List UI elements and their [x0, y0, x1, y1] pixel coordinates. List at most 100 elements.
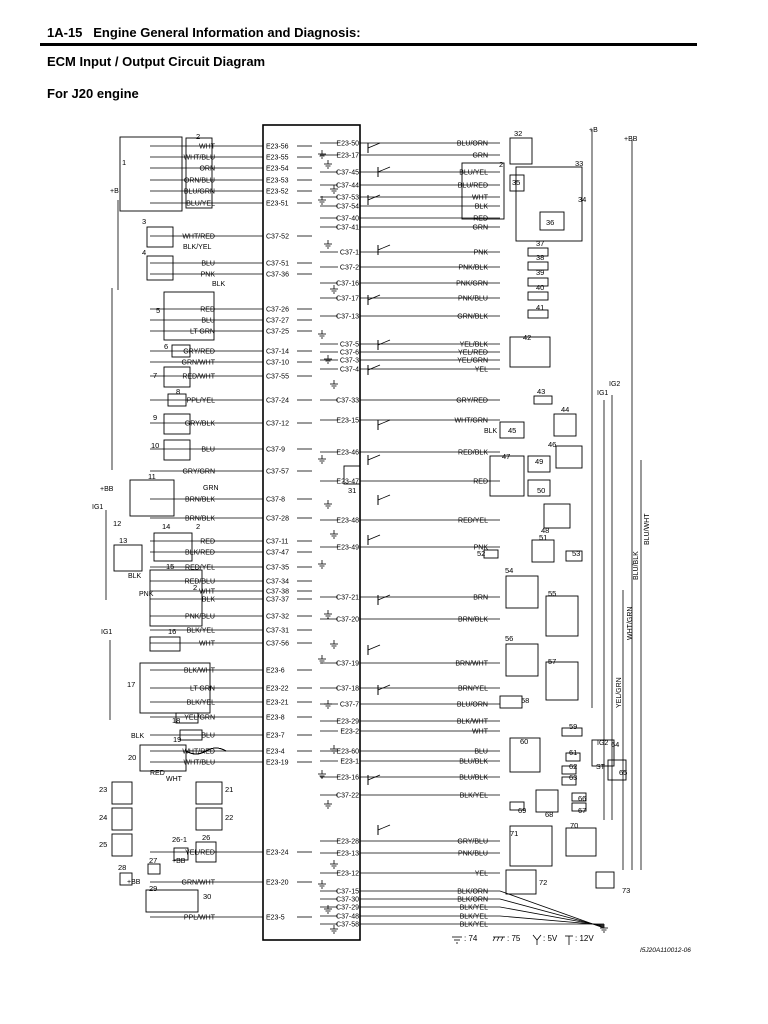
component-number: 7	[153, 371, 157, 380]
ecm-terminal-label: E23-8	[266, 715, 285, 722]
legend: : 74 : 75 : 5V : 12V	[452, 934, 594, 945]
ecm-terminal-label: C37-37	[266, 597, 289, 604]
component-box	[571, 802, 587, 812]
wire-color-label: PNK	[474, 250, 489, 257]
ecm-terminal-label: C37-5	[340, 342, 359, 349]
wire-color-label: YEL/RED	[185, 850, 215, 857]
wire-color-label: PNK/BLU	[458, 851, 488, 858]
power-bb-28: +BB	[127, 879, 141, 886]
ecm-transistor	[367, 194, 381, 201]
wire-color-label: YEL	[475, 871, 488, 878]
component-number: 5	[156, 306, 160, 315]
component-number: 2	[196, 522, 200, 531]
wire-color-label: PPL/WHT	[184, 915, 216, 922]
wire-color-label: GRN	[472, 225, 488, 232]
ecm-terminal-label: E23-4	[266, 749, 285, 756]
component-number: 26-1	[172, 835, 187, 844]
label-red-20: RED	[150, 770, 165, 777]
component-box	[509, 336, 551, 368]
component-box	[509, 801, 525, 811]
ground-75-icon	[492, 936, 505, 942]
component-number: 41	[536, 303, 544, 312]
component-box	[509, 137, 533, 165]
wire-color-label: BRN/BLK	[185, 497, 215, 504]
label-blk-13: BLK	[128, 573, 142, 580]
ecm-terminal-label: C37-40	[336, 216, 359, 223]
component-box	[543, 503, 571, 529]
ecm-transistor	[377, 494, 391, 501]
component-number: 38	[536, 253, 544, 262]
wire-color-label: BLK/YEL	[187, 700, 216, 707]
component-number: 18	[172, 716, 180, 725]
ecm-terminal-label: C37-58	[336, 922, 359, 929]
component-number: 2	[499, 160, 503, 169]
wire-color-label: PNK	[474, 545, 489, 552]
component-box	[163, 439, 191, 461]
ecm-terminal-label: C37-9	[266, 447, 285, 454]
component-box	[561, 727, 583, 737]
component-box	[171, 344, 191, 358]
component-number: 67	[578, 806, 586, 815]
ecm-terminal-label: C37-12	[266, 421, 289, 428]
component-box	[153, 532, 193, 562]
wire-color-label: GRY/BLU	[457, 839, 488, 846]
ecm-terminal-label: C37-8	[266, 497, 285, 504]
ecm-terminal-label: E23-22	[266, 686, 289, 693]
component-number: 27	[149, 856, 157, 865]
wire-color-label: BLK/YEL	[460, 905, 489, 912]
component-number: 24	[99, 813, 107, 822]
wire-color-label: BLU	[201, 318, 215, 325]
wire-color-label: WHT	[472, 729, 489, 736]
component-number: 70	[570, 821, 578, 830]
component-box	[461, 162, 505, 220]
component-number: 58	[521, 696, 529, 705]
wire-color-label: LT GRN	[190, 329, 215, 336]
component-number: 13	[119, 536, 127, 545]
ecm-terminal-label: C37-47	[266, 550, 289, 557]
ecm-transistor	[377, 594, 391, 601]
component-number: 63	[569, 773, 577, 782]
component-number: 42	[523, 333, 531, 342]
component-number: 44	[561, 405, 569, 414]
ecm-terminal-label: C37-6	[340, 350, 359, 357]
ecm-terminal-label: C37-4	[340, 367, 359, 374]
ecm-terminal-label: E23-1	[340, 759, 359, 766]
v12-icon	[565, 935, 573, 945]
wire-color-label: BLU/YEL	[459, 170, 488, 177]
wire-color-label: BLU/GRN	[184, 189, 215, 196]
wire-color-label: BLU/ORN	[457, 702, 488, 709]
component-number: 15	[166, 562, 174, 571]
component-number: 54	[505, 566, 513, 575]
ecm-terminal-label: E23-12	[336, 871, 359, 878]
component-number: 17	[127, 680, 135, 689]
wire-color-label: ORN	[199, 166, 215, 173]
component-box	[505, 869, 537, 895]
component-box	[607, 759, 627, 781]
wire-color-label: BLU	[201, 261, 215, 268]
label-ig2-64: IG2	[597, 740, 608, 747]
wire-color-label: BLK/YEL	[460, 922, 489, 929]
ecm-terminal-label: E23-49	[336, 545, 359, 552]
power-ig1-12: IG1	[92, 504, 103, 511]
ecm-transistor	[377, 684, 391, 691]
label-blk-45: BLK	[484, 428, 498, 435]
ecm-transistor	[367, 142, 381, 149]
twisted-pair	[185, 747, 227, 755]
component-number: 33	[575, 159, 583, 168]
wire-color-label: RED	[473, 216, 488, 223]
ecm-terminal-label: C37-19	[336, 661, 359, 668]
power-bb-26: +BB	[172, 858, 186, 865]
wire-color-label: BRN/BLK	[458, 617, 488, 624]
ecm-transistor	[377, 339, 391, 346]
power-bb-top: +BB	[624, 136, 638, 143]
component-number: 16	[168, 627, 176, 636]
wire-color-label: BLU/BLK	[459, 775, 488, 782]
ecm-terminal-label: C37-41	[336, 225, 359, 232]
wire-color-label: YEL/RED	[458, 350, 488, 357]
component-number: 26	[202, 833, 210, 842]
component-number: 65	[619, 768, 627, 777]
component-number: 51	[539, 533, 547, 542]
label-st-64: ST	[596, 764, 606, 771]
ecm-terminal-label: C37-22	[336, 793, 359, 800]
